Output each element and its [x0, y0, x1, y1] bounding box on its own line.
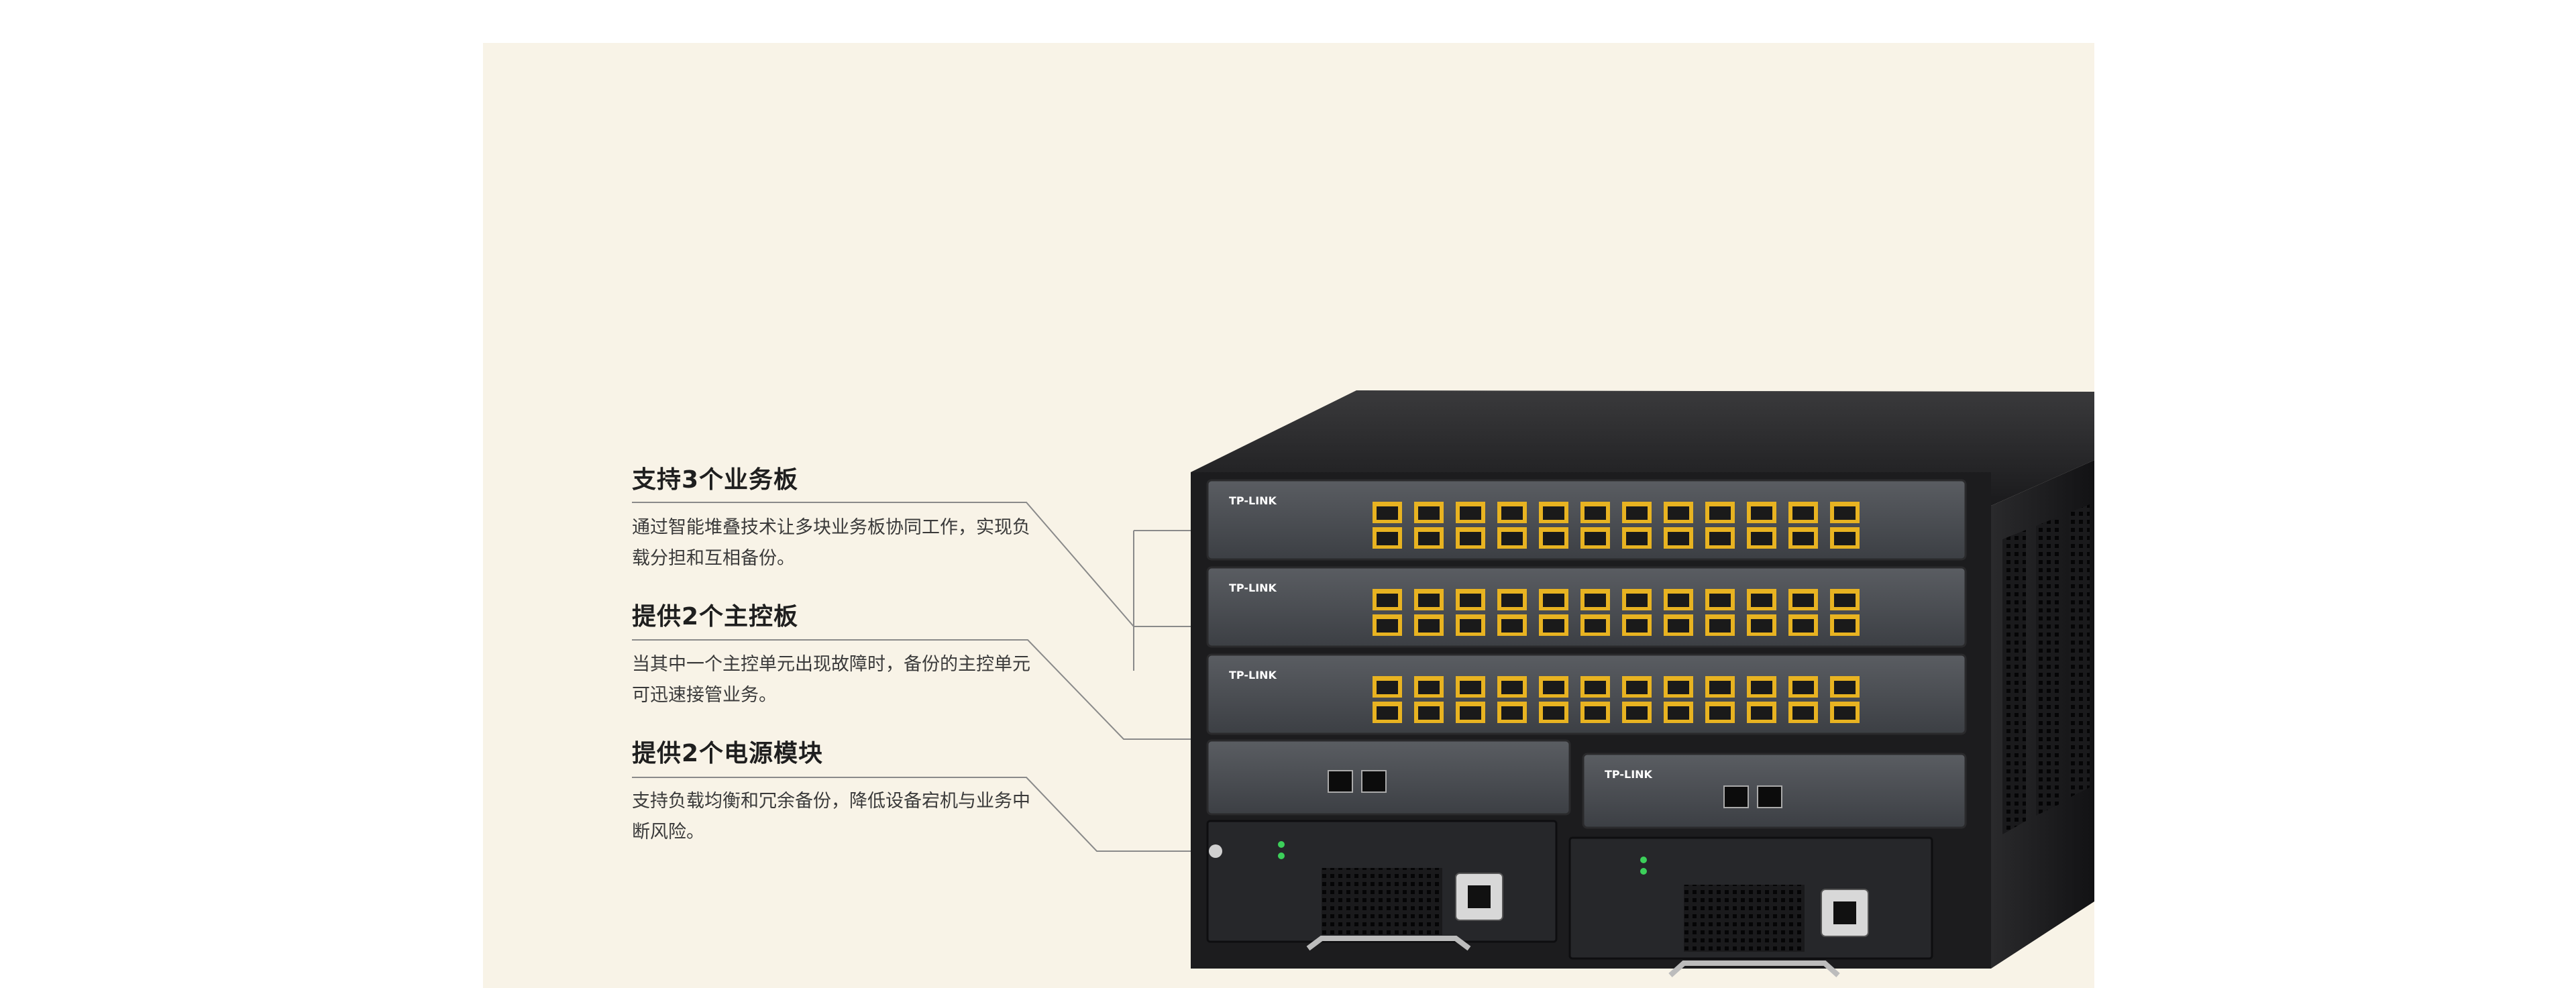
sfp-port-slot	[1418, 619, 1440, 633]
sfp-port-slot	[1626, 506, 1648, 520]
sfp-port-slot	[1751, 619, 1772, 633]
sfp-port-slot	[1709, 532, 1731, 545]
sfp-port-slot	[1501, 619, 1523, 633]
sfp-port-slot	[1501, 706, 1523, 720]
sfp-port-slot	[1751, 706, 1772, 720]
sfp-port-slot	[1626, 619, 1648, 633]
feature-business-boards: 支持3个业务板 通过智能堆叠技术让多块业务板协同工作，实现负载分担和互相备份。	[632, 460, 1048, 574]
sfp-port-slot	[1751, 532, 1772, 545]
sfp-port-slot	[1585, 681, 1606, 694]
power-module-1	[1206, 820, 1558, 943]
sfp-port-slot	[1377, 706, 1398, 720]
sfp-port-slot	[1460, 681, 1481, 694]
sfp-port-slot	[1501, 681, 1523, 694]
sfp-port-slot	[1792, 594, 1814, 607]
feature-description: 支持负载均衡和冗余备份，降低设备宕机与业务中断风险。	[632, 791, 1030, 842]
sfp-port-slot	[1834, 619, 1856, 633]
side-vents	[2002, 504, 2090, 834]
brand-logo: TP-LINK	[1605, 768, 1653, 781]
sfp-port-slot	[1709, 506, 1731, 520]
sfp-port-slot	[1460, 506, 1481, 520]
power-module-2	[1568, 836, 1933, 960]
sfp-port-slot	[1585, 706, 1606, 720]
sfp-port-slot	[1585, 594, 1606, 607]
sfp-port-slot	[1792, 506, 1814, 520]
sfp-port-slot	[1834, 532, 1856, 545]
sfp-port-slot	[1543, 681, 1564, 694]
sfp-port-slot	[1501, 506, 1523, 520]
sfp-port-slot	[1585, 506, 1606, 520]
sfp-port-slot	[1418, 532, 1440, 545]
sfp-port-slot	[1626, 532, 1648, 545]
sfp-port-slot	[1709, 706, 1731, 720]
sfp-port-slot	[1668, 681, 1689, 694]
sfp-port-slot	[1460, 619, 1481, 633]
sfp-port-slot	[1418, 506, 1440, 520]
control-board-1	[1206, 739, 1571, 816]
sfp-port-slot	[1709, 619, 1731, 633]
sfp-port-slot	[1626, 594, 1648, 607]
sfp-port-slot	[1543, 506, 1564, 520]
sfp-port-slot	[1751, 506, 1772, 520]
sfp-port-slot	[1792, 681, 1814, 694]
sfp-port-slot	[1792, 619, 1814, 633]
feature-title: 提供2个电源模块	[632, 740, 824, 767]
sfp-port-slot	[1792, 532, 1814, 545]
sfp-port-slot	[1834, 681, 1856, 694]
sfp-port-slot	[1377, 532, 1398, 545]
feature-description: 通过智能堆叠技术让多块业务板协同工作，实现负载分担和互相备份。	[632, 517, 1030, 569]
sfp-port-slot	[1543, 594, 1564, 607]
feature-control-boards: 提供2个主控板 当其中一个主控单元出现故障时，备份的主控单元可迅速接管业务。	[632, 597, 1048, 711]
sfp-port-slot	[1668, 532, 1689, 545]
sfp-port-slot	[1418, 594, 1440, 607]
sfp-port-slot	[1834, 506, 1856, 520]
sfp-port-slot	[1751, 681, 1772, 694]
sfp-port-slot	[1460, 594, 1481, 607]
sfp-port-slot	[1626, 681, 1648, 694]
sfp-port-slot	[1418, 681, 1440, 694]
sfp-port-slot	[1460, 532, 1481, 545]
brand-logo: TP-LINK	[1229, 494, 1277, 507]
sfp-port-slot	[1668, 706, 1689, 720]
sfp-port-slot	[1585, 619, 1606, 633]
sfp-port-slot	[1377, 506, 1398, 520]
sfp-port-slot	[1501, 532, 1523, 545]
feature-title: 支持3个业务板	[632, 466, 799, 494]
brand-logo: TP-LINK	[1229, 582, 1277, 594]
sfp-port-slot	[1377, 594, 1398, 607]
sfp-port-slot	[1543, 532, 1564, 545]
sfp-port-slot	[1543, 619, 1564, 633]
sfp-port-slot	[1834, 594, 1856, 607]
power-handles	[1306, 936, 1840, 977]
sfp-port-slot	[1792, 706, 1814, 720]
sfp-port-slot	[1377, 619, 1398, 633]
control-board-2: TP-LINK	[1582, 753, 1967, 829]
leader-lines	[632, 502, 1194, 852]
content-panel: TP-LINK TP-LINK TP-LINK TP-LINK	[483, 43, 2094, 988]
sfp-port-slot	[1418, 706, 1440, 720]
brand-logo: TP-LINK	[1229, 669, 1277, 681]
sfp-port-slot	[1501, 594, 1523, 607]
sfp-port-slot	[1834, 706, 1856, 720]
sfp-port-slot	[1668, 594, 1689, 607]
sfp-port-slot	[1751, 594, 1772, 607]
feature-power-modules: 提供2个电源模块 支持负载均衡和冗余备份，降低设备宕机与业务中断风险。	[632, 734, 1048, 848]
sfp-port-slot	[1668, 619, 1689, 633]
sfp-ports	[1373, 502, 1860, 723]
sfp-port-slot	[1543, 706, 1564, 720]
feature-description: 当其中一个主控单元出现故障时，备份的主控单元可迅速接管业务。	[632, 654, 1030, 706]
sfp-port-slot	[1626, 706, 1648, 720]
sfp-port-slot	[1460, 706, 1481, 720]
feature-title: 提供2个主控板	[632, 603, 799, 630]
sfp-port-slot	[1709, 594, 1731, 607]
sfp-port-slot	[1585, 532, 1606, 545]
sfp-port-slot	[1709, 681, 1731, 694]
sfp-port-slot	[1668, 506, 1689, 520]
product-illustration: TP-LINK TP-LINK TP-LINK TP-LINK	[632, 390, 2094, 977]
sfp-port-slot	[1377, 681, 1398, 694]
